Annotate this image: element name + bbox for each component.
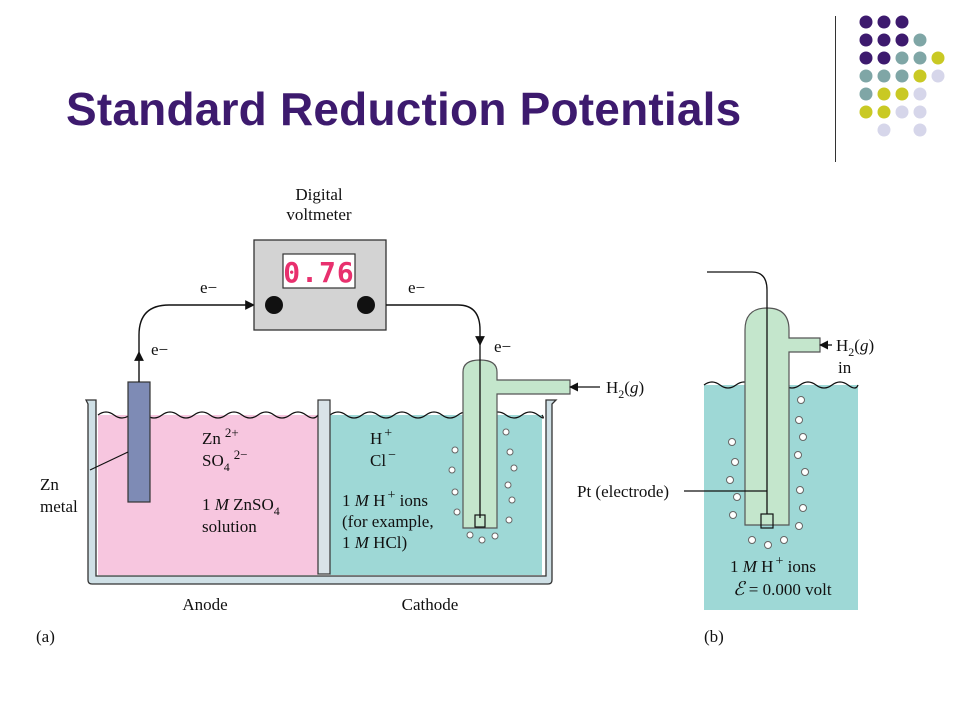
- voltmeter-reading: 0.76: [283, 256, 354, 289]
- decorative-dot-grid: [859, 15, 945, 137]
- h2-gas-label-a: H2(g): [606, 378, 644, 401]
- h2-gas-label-b: H2(g): [836, 336, 874, 359]
- cathode-solution-example: (for example,: [342, 512, 434, 531]
- hydrogen-bubbles-b: [726, 396, 809, 549]
- terminal-left: [265, 296, 283, 314]
- panel-a: 0.76 Digital voltmeter e− e− e− e− Zn me…: [36, 185, 644, 646]
- zn-metal-label-1: Zn: [40, 475, 59, 494]
- anode-caption: Anode: [182, 595, 227, 614]
- electron-label-2: e−: [408, 278, 425, 297]
- zn-metal-label-2: metal: [40, 497, 78, 516]
- anode-solution-word: solution: [202, 517, 257, 536]
- platinum-electrode-b: [760, 513, 774, 529]
- platinum-electrode: [474, 514, 486, 528]
- terminal-right: [357, 296, 375, 314]
- beaker: [84, 399, 558, 585]
- cathode-ion-cl: Cl−: [370, 448, 396, 470]
- cathode-ion-h: H+: [370, 426, 392, 448]
- cathode-solution-concentration: 1 M H+ ions: [342, 488, 428, 510]
- hydrogen-electrode-tube: [462, 359, 571, 529]
- b-ion-concentration: 1 M H+ ions: [730, 554, 816, 576]
- pt-electrode-label: Pt (electrode): [577, 482, 669, 501]
- zinc-electrode: [127, 381, 151, 503]
- electron-label-4: e−: [494, 337, 511, 356]
- hydrogen-electrode-tube-b: [744, 307, 821, 526]
- voltmeter-display: [282, 253, 356, 289]
- standard-potential: ℰ = 0.000 volt: [733, 579, 832, 600]
- electron-label-3: e−: [151, 340, 168, 359]
- h2-in-label: in: [838, 358, 852, 377]
- electron-label-1: e−: [200, 278, 217, 297]
- panel-b-label: (b): [704, 627, 724, 646]
- anode-ion-so4: SO42−: [202, 447, 248, 474]
- slide-title: Standard Reduction Potentials: [66, 83, 742, 135]
- porous-divider: [317, 399, 331, 575]
- voltmeter-label-voltmeter: voltmeter: [286, 205, 351, 224]
- title-divider: [835, 16, 836, 162]
- hydrogen-bubbles: [448, 428, 518, 544]
- panel-a-label: (a): [36, 627, 55, 646]
- anode-solution-concentration: 1 M ZnSO4: [202, 495, 280, 518]
- cathode-caption: Cathode: [402, 595, 459, 614]
- cathode-solution: [330, 415, 542, 575]
- cathode-solution-hcl: 1 M HCl): [342, 533, 407, 552]
- voltmeter-label-digital: Digital: [295, 185, 342, 204]
- panel-b: H2(g) in Pt (electrode) 1 M H+ ions ℰ = …: [577, 271, 874, 646]
